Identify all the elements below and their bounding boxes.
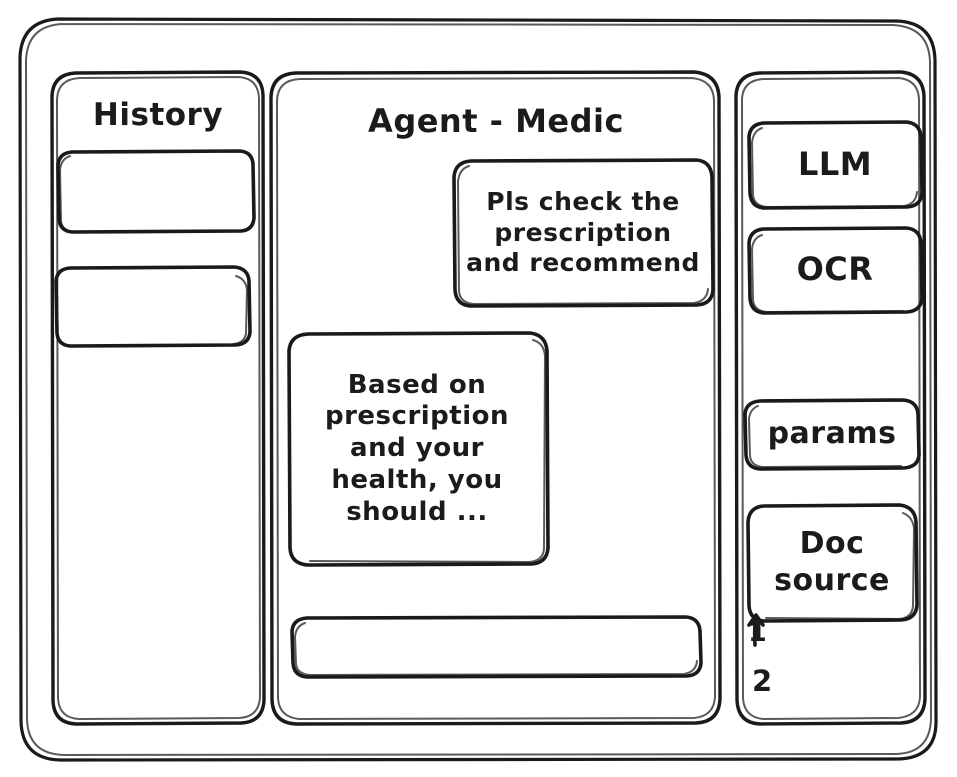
doc-source-item-1[interactable]: 1	[748, 616, 768, 648]
chat-line: Pls check the	[486, 187, 680, 217]
chat-line: health, you	[331, 464, 503, 495]
params-button[interactable]: params	[767, 415, 897, 451]
chat-message-user: Pls check the prescription and recommend	[455, 160, 711, 306]
tool-button-llm[interactable]: LLM	[797, 144, 873, 183]
message-input[interactable]	[293, 617, 701, 677]
tool-button-ocr[interactable]: OCR	[796, 250, 874, 289]
history-panel-title: History	[92, 97, 224, 134]
chat-line: Based on	[347, 369, 487, 400]
page-title: Agent - Medic	[368, 102, 624, 141]
doc-source-button[interactable]: Doc source	[748, 505, 916, 621]
chat-line: should ...	[346, 496, 488, 527]
chat-line: prescription	[324, 401, 509, 432]
history-list-item[interactable]	[58, 266, 254, 346]
doc-source-item-2[interactable]: 2	[752, 664, 773, 699]
chat-line: and your	[350, 433, 484, 464]
chat-message-assistant: Based on prescription and your health, y…	[288, 333, 546, 565]
chat-line: prescription	[494, 217, 672, 247]
history-list-item[interactable]	[58, 150, 258, 232]
doc-source-line: Doc	[799, 526, 865, 562]
chat-line: and recommend	[466, 248, 700, 278]
doc-source-line: source	[774, 563, 890, 598]
